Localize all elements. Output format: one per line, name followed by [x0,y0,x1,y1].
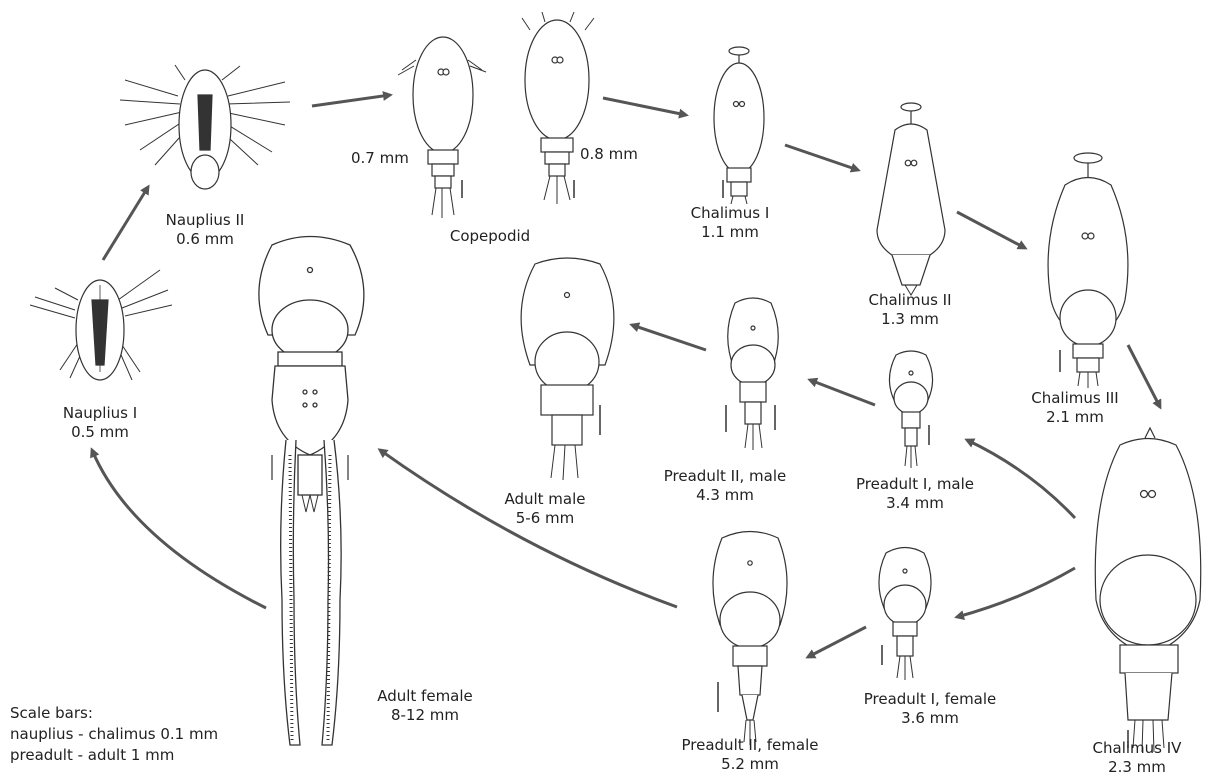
chalimus-1-size: 1.1 mm [670,223,790,242]
scale-line-1: nauplius - chalimus 0.1 mm [10,724,218,745]
label-chalimus-2: Chalimus II 1.3 mm [845,291,975,329]
arrow-n2-to-copepodid [312,95,390,106]
label-nauplius-1: Nauplius I 0.5 mm [30,404,170,442]
nauplius-2-size: 0.6 mm [140,230,270,249]
label-nauplius-2: Nauplius II 0.6 mm [140,211,270,249]
adult-male-size: 5-6 mm [475,509,615,528]
chalimus-3-name: Chalimus III [1010,389,1140,408]
chalimus-2-figure [877,103,945,295]
adult-female-figure [259,237,364,746]
nauplius-1-size: 0.5 mm [30,423,170,442]
label-chalimus-1: Chalimus I 1.1 mm [670,204,790,242]
chalimus-1-name: Chalimus I [670,204,790,223]
preadult-1-male-size: 3.4 mm [825,494,1005,513]
adult-female-name: Adult female [355,687,495,706]
nauplius-2-figure [120,65,290,189]
arrow-preadult1-female-to-preadult2-female [808,627,866,657]
adult-male-figure [521,258,614,480]
chalimus-4-figure [1095,428,1200,752]
preadult-2-female-figure [713,532,787,746]
scale-line-2: preadult - adult 1 mm [10,745,218,766]
label-preadult-1-female: Preadult I, female 3.6 mm [840,690,1020,728]
preadult-1-female-figure [879,548,931,681]
adult-male-name: Adult male [475,490,615,509]
preadult-2-female-name: Preadult II, female [650,736,850,755]
copepodid-figure-a [398,37,486,218]
arrow-chalimus2-to-chalimus3 [957,212,1025,248]
preadult-1-male-name: Preadult I, male [825,475,1005,494]
chalimus-3-size: 2.1 mm [1010,408,1140,427]
adult-female-size: 8-12 mm [355,706,495,725]
copepodid-size-a: 0.7 mm [351,149,409,167]
copepodid-name: Copepodid [430,227,550,246]
arrow-preadult1-male-to-preadult2-male [810,380,875,405]
preadult-1-female-size: 3.6 mm [840,709,1020,728]
preadult-2-male-figure [726,298,778,450]
nauplius-1-name: Nauplius I [30,404,170,423]
chalimus-2-name: Chalimus II [845,291,975,310]
chalimus-3-figure [1048,153,1128,388]
label-preadult-2-male: Preadult II, male 4.3 mm [630,467,820,505]
copepodid-size-b: 0.8 mm [580,145,638,163]
preadult-2-male-name: Preadult II, male [630,467,820,486]
preadult-1-male-figure [889,351,932,468]
arrow-adult-female-to-nauplius1 [92,450,266,608]
label-copepodid: Copepodid [430,227,550,246]
arrow-copepodid-to-chalimus1 [603,98,686,115]
copepodid-figure-b [522,12,594,204]
scale-title: Scale bars: [10,703,218,724]
label-chalimus-3: Chalimus III 2.1 mm [1010,389,1140,427]
nauplius-1-figure [30,270,172,380]
nauplius-2-name: Nauplius II [140,211,270,230]
label-chalimus-4: Chalimus IV 2.3 mm [1072,739,1202,777]
chalimus-1-figure [714,47,764,204]
chalimus-4-size: 2.3 mm [1072,758,1202,777]
label-preadult-2-female: Preadult II, female 5.2 mm [650,736,850,774]
preadult-2-female-size: 5.2 mm [650,755,850,774]
chalimus-4-name: Chalimus IV [1072,739,1202,758]
arrow-chalimus4-to-preadult1-female [957,568,1075,617]
scale-bar-legend: Scale bars: nauplius - chalimus 0.1 mm p… [10,703,218,766]
label-preadult-1-male: Preadult I, male 3.4 mm [825,475,1005,513]
chalimus-2-size: 1.3 mm [845,310,975,329]
preadult-1-female-name: Preadult I, female [840,690,1020,709]
label-adult-female: Adult female 8-12 mm [355,687,495,725]
arrow-chalimus1-to-chalimus2 [785,145,858,170]
label-adult-male: Adult male 5-6 mm [475,490,615,528]
arrow-preadult2-male-to-adult-male [632,325,706,350]
preadult-2-male-size: 4.3 mm [630,486,820,505]
